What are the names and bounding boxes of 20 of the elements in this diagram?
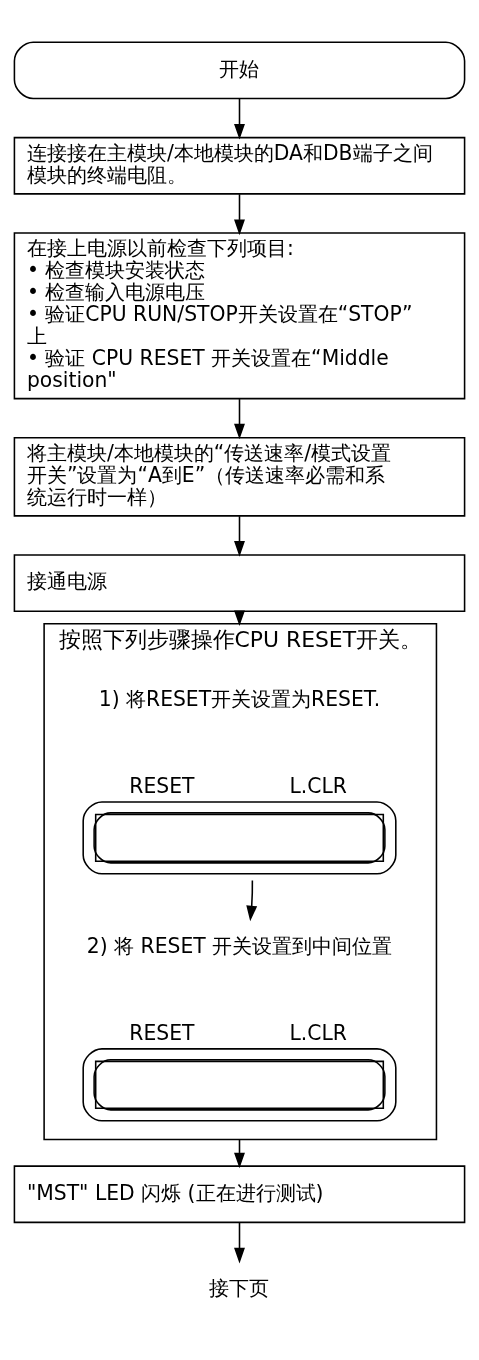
node-text: 接下页 <box>209 1275 270 1300</box>
arrow <box>246 879 258 922</box>
node-box: 连接接在主模块/本地模块的DA和DB端子之间模块的终端电阻。 <box>13 136 466 195</box>
node-text: 2) 将 RESET 开关设置到中间位置 <box>86 933 393 958</box>
node-label: L.CLR <box>289 774 347 799</box>
arrow <box>234 97 245 140</box>
node-label: RESET <box>129 1021 195 1046</box>
node-box: 开始 <box>13 41 466 100</box>
node-label: RESET <box>129 774 195 799</box>
node-box <box>82 1048 397 1122</box>
arrow <box>234 515 245 557</box>
node-box: "MST" LED 闪烁 (正在进行测试) <box>13 1165 466 1224</box>
arrow <box>234 193 245 236</box>
arrow <box>234 1221 245 1264</box>
node-box: 将主模块/本地模块的“传送速率/模式设置开关”设置为“A到E”（传送速率必需和系统运行时一样） <box>13 436 466 517</box>
arrow <box>234 398 245 440</box>
node-box <box>82 801 397 875</box>
node-text: 1) 将RESET开关设置为RESET. <box>98 686 381 711</box>
node-label: L.CLR <box>289 1021 347 1046</box>
node-box: 在接上电源以前检查下列项目: • 检查模块安装状态 • 检查输入电源电压 • 验证CPU RUN/STOP开关设置在“STOP”上 • 验证 CPU RESET 开关设置在“Middle position" <box>13 232 466 400</box>
